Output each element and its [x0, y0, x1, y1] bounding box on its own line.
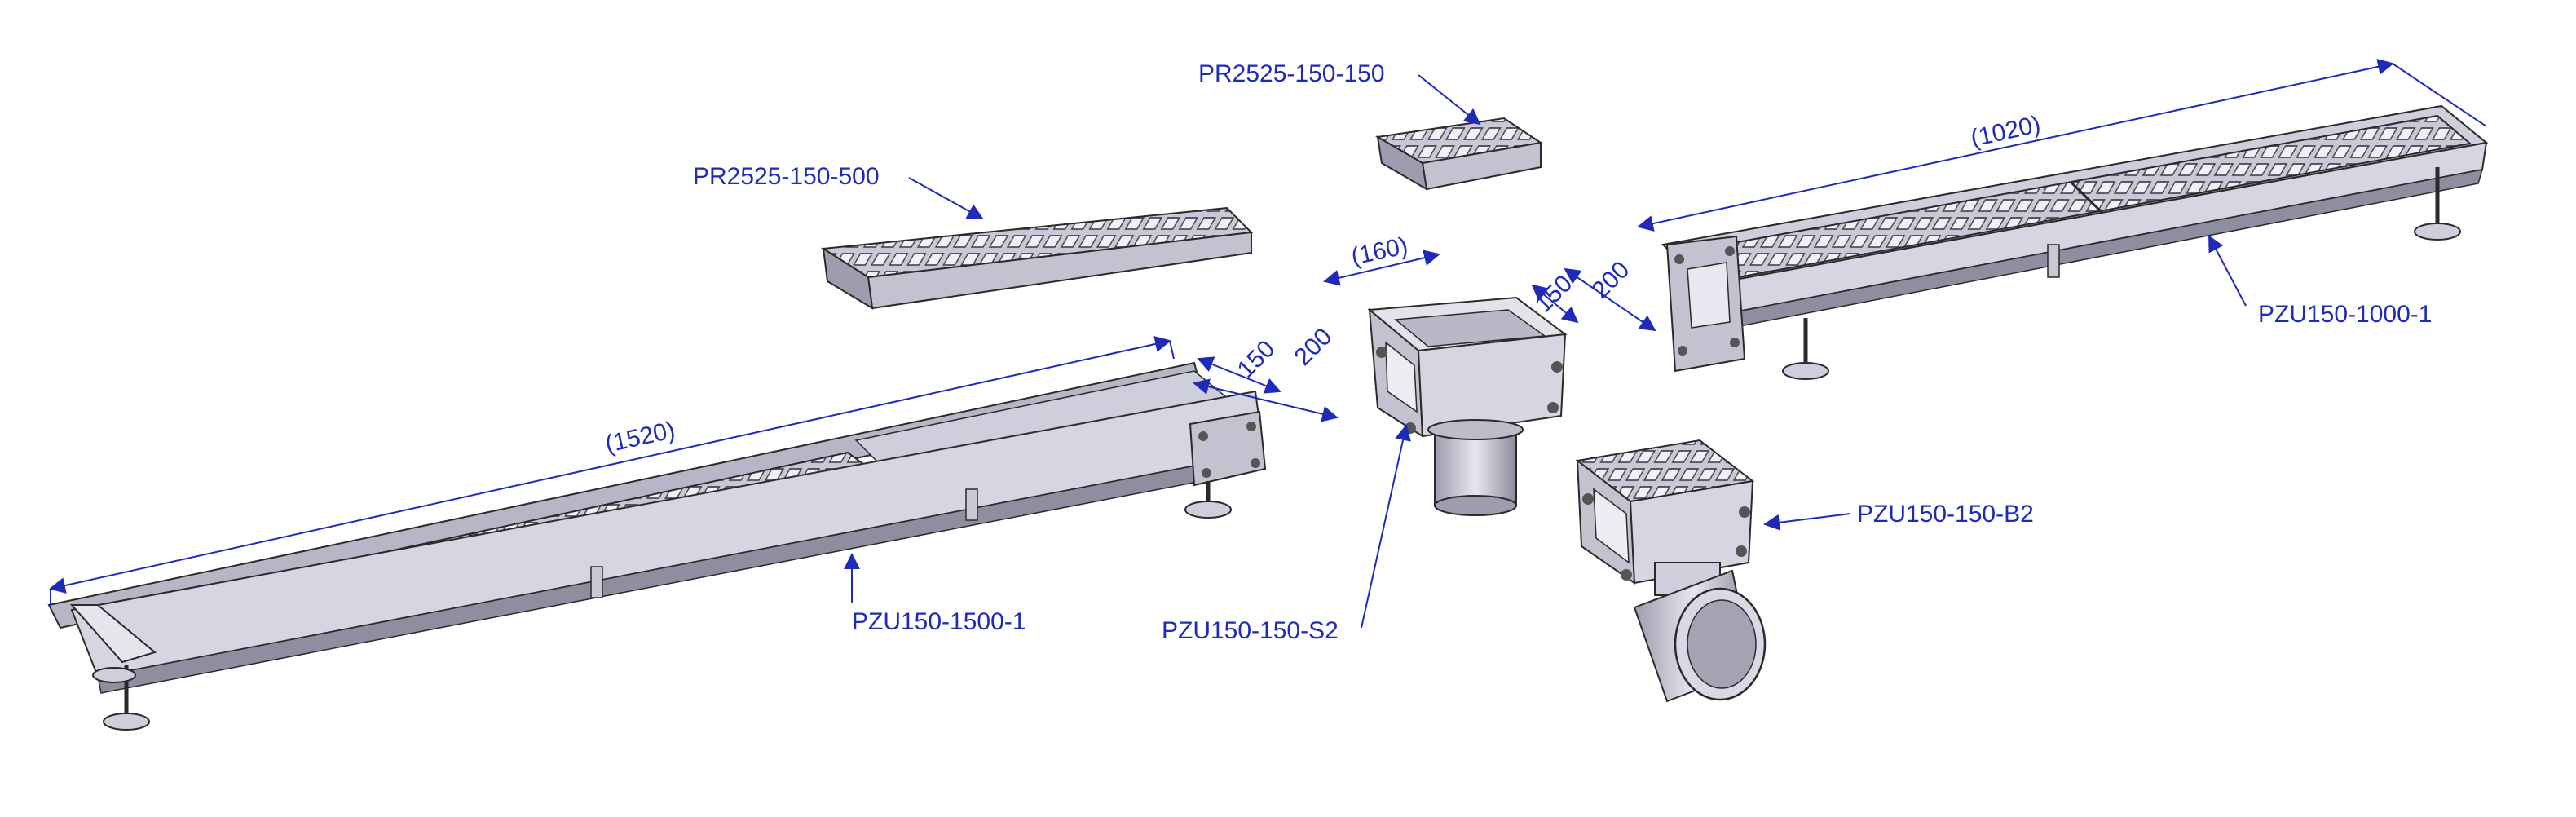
- dim-sump-top: (160): [1349, 232, 1410, 271]
- dim-inner-width-right: 150: [1530, 270, 1578, 318]
- sump-vertical: [1367, 296, 1568, 516]
- leader-lines: [844, 74, 2247, 629]
- label-sump-vertical: PZU150-150-S2: [1162, 617, 1339, 644]
- grate-long: [821, 206, 1254, 310]
- dimension-lines: [49, 59, 2487, 607]
- label-grate-long: PR2525-150-500: [693, 163, 880, 190]
- dim-outer-width-right: 200: [1587, 256, 1635, 304]
- channel-long-feet: [92, 481, 1232, 731]
- label-grate-short: PR2525-150-150: [1198, 60, 1385, 87]
- label-sump-horizontal: PZU150-150-B2: [1857, 501, 2034, 528]
- label-channel-long: PZU150-1500-1: [852, 608, 1026, 635]
- channel-long-body: [47, 361, 1267, 731]
- grate-short: [1375, 117, 1543, 191]
- sump-horizontal: [1575, 439, 1767, 703]
- channel-short-body: [1661, 104, 2489, 380]
- dim-short-length: (1020): [1968, 111, 2043, 152]
- label-channel-short: PZU150-1000-1: [2258, 301, 2432, 328]
- channel-short-feet: [1782, 167, 2461, 380]
- dim-outer-width-left: 200: [1290, 323, 1338, 371]
